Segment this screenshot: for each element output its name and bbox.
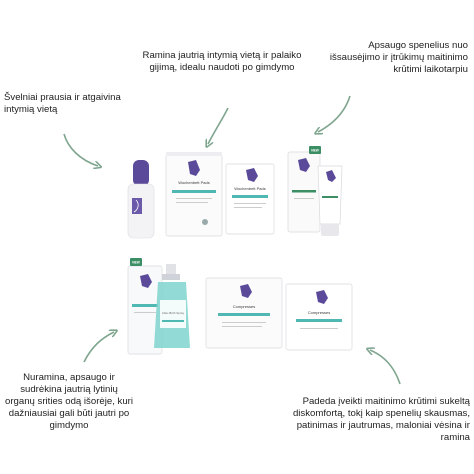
caption-bottom-left: Nuramina, apsaugo ir sudrėkina jautrią l… xyxy=(5,372,133,431)
spray-label: After-Birth Spray xyxy=(162,311,185,315)
new-badge-cream: NEW xyxy=(311,149,318,153)
nipple-cream-box: NEW xyxy=(287,146,321,233)
new-badge-spray: NEW xyxy=(132,261,139,265)
spray-box: NEW xyxy=(127,258,163,355)
pads-sachet-label: Wochenbett Pads xyxy=(234,186,266,191)
caption-top-right: Apsaugo spenelius nuo išsausėjimo ir įtr… xyxy=(329,40,468,75)
arrow-top-center xyxy=(208,107,229,144)
arrow-top-right xyxy=(318,95,351,132)
pads-box-label: Wochenbett Pads xyxy=(178,180,210,185)
nipple-cream-tube xyxy=(317,165,343,236)
spray-bottle: After-Birth Spray xyxy=(154,264,190,348)
caption-bottom-right: Padeda įveikti maitinimo krūtimi sukeltą… xyxy=(292,396,470,443)
caption-top-center: Ramina jautrią intymią vietą ir palaiko … xyxy=(142,50,302,73)
compresses-sachet: Compresses xyxy=(285,283,353,351)
compresses-box: Compresses xyxy=(205,277,283,349)
pads-sachet: Wochenbett Pads xyxy=(225,163,275,235)
pads-box: Wochenbett Pads xyxy=(165,152,223,237)
foam-bottle xyxy=(127,160,155,239)
caption-mid-left: Švelniai prausia ir atgaivina intymią vi… xyxy=(4,92,121,115)
arrow-bottom-right xyxy=(370,350,401,385)
compresses-sachet-label: Compresses xyxy=(308,310,330,315)
arrow-bottom-left xyxy=(83,332,114,363)
arrow-mid-left xyxy=(63,133,98,166)
compresses-box-label: Compresses xyxy=(233,304,255,309)
